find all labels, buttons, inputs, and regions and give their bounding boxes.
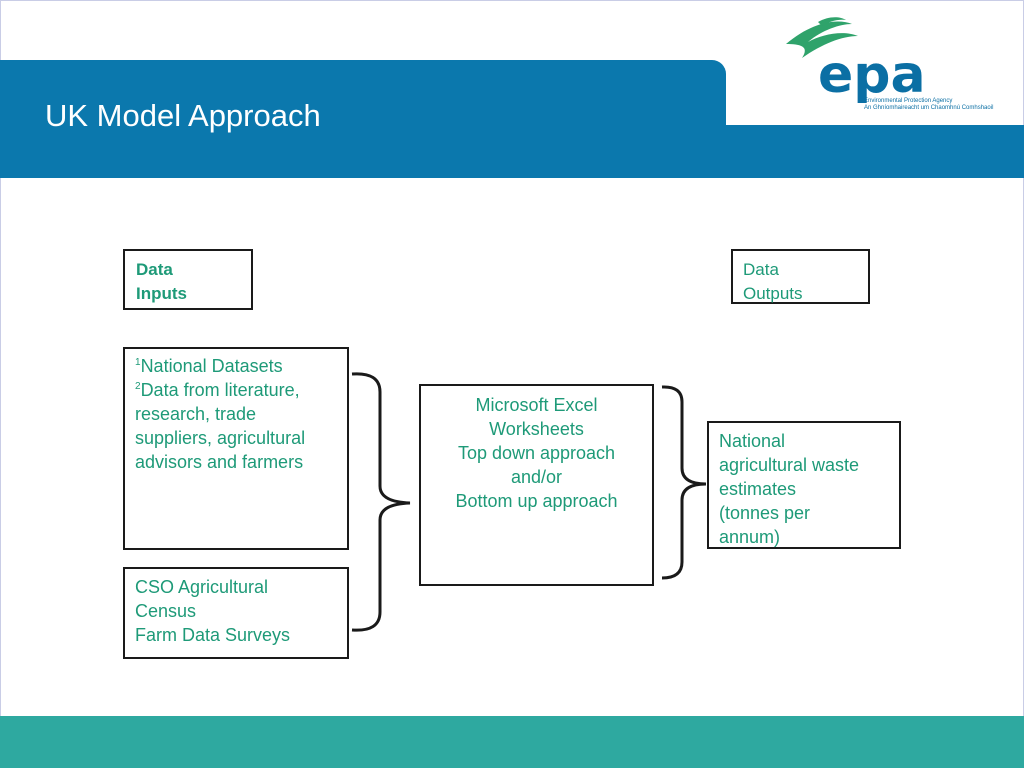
logo-tagline-line1: Environmental Protection Agency [864,98,953,104]
header-band-extension [720,125,1024,178]
cso-line1: CSO Agricultural [135,577,269,597]
datasets-box: 1National Datasets 2Data from literature… [123,347,349,550]
datasets-line1: 1National Datasets [135,354,347,378]
data-inputs-box: Data Inputs [123,249,253,310]
datasets-line2-text: Data from literature, [140,380,300,400]
data-inputs-line2: Inputs [136,284,187,303]
data-outputs-line2: Outputs [743,284,803,303]
excel-line2: Worksheets [489,419,584,439]
excel-line1: Microsoft Excel [475,395,598,415]
cso-line2: Census [135,601,197,621]
output-line3: estimates [719,479,797,499]
logo-tagline-line2: An Ghníomhaireacht um Chaomhnú Comhshaoi… [864,105,994,111]
datasets-line5: advisors and farmers [135,452,304,472]
input-brace [351,372,411,632]
epa-logo: epa [786,17,926,105]
excel-line5: Bottom up approach [455,491,618,511]
excel-line3: Top down approach [457,443,616,463]
cso-line3: Farm Data Surveys [135,625,291,645]
footer-band [0,716,1024,768]
output-line2: agricultural waste [719,455,860,475]
data-outputs-box: Data Outputs [731,249,870,304]
output-brace [661,385,707,580]
logo-tagline: Environmental Protection Agency An Ghnío… [864,98,994,112]
page-title: UK Model Approach [45,98,321,133]
output-line1: National [719,431,786,451]
excel-box: Microsoft Excel Worksheets Top down appr… [419,384,654,586]
epa-wordmark: epa [818,45,926,105]
cso-box: CSO Agricultural Census Farm Data Survey… [123,567,349,659]
swoosh-icon-upper [818,17,846,26]
header-band [0,60,726,178]
excel-line4: and/or [510,467,563,487]
datasets-line3: research, trade [135,404,257,424]
data-inputs-line1: Data [136,260,173,279]
output-line5: annum) [719,527,781,547]
datasets-line4: suppliers, agricultural [135,428,306,448]
footnote-1: 1 [135,357,141,368]
swoosh-icon [786,21,858,59]
datasets-line2: 2Data from literature, [135,378,347,402]
datasets-line1-text: National Datasets [140,356,283,376]
data-outputs-line1: Data [743,260,779,279]
footnote-2: 2 [135,381,141,392]
output-line4: (tonnes per [719,503,811,523]
output-box: National agricultural waste estimates (t… [707,421,901,549]
